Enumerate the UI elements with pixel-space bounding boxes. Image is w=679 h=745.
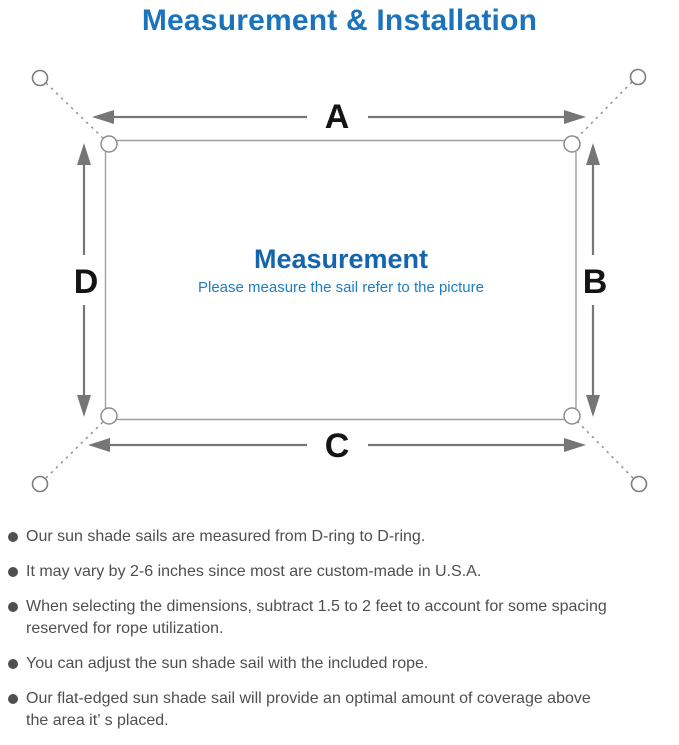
note-text: Our flat-edged sun shade sail will provi… xyxy=(26,690,591,729)
d-rings xyxy=(100,135,581,425)
dimension-arrow-d xyxy=(77,143,91,417)
bullet-icon xyxy=(8,532,18,542)
note-text: When selecting the dimensions, subtract … xyxy=(26,598,607,637)
sail-outline xyxy=(104,139,577,421)
bullet-icon xyxy=(8,602,18,612)
dimension-label-b: B xyxy=(583,263,608,301)
anchor-ring-icon-top-right xyxy=(629,68,647,86)
arrowhead-up-icon xyxy=(77,143,91,165)
arrowhead-left-icon xyxy=(88,438,110,452)
anchor-ring-icon-bottom-right xyxy=(630,475,648,493)
anchor-ring-icon-bottom-left xyxy=(31,475,49,493)
tether-line-bottom-right xyxy=(574,418,634,479)
note-text: You can adjust the sun shade sail with t… xyxy=(26,655,429,672)
arrowhead-right-icon xyxy=(564,438,586,452)
dimension-arrow-a xyxy=(92,110,586,124)
d-ring-icon-bottom-right xyxy=(563,407,581,425)
d-ring-icon-top-left xyxy=(100,135,118,153)
diagram-subheading: Please measure the sail refer to the pic… xyxy=(198,279,484,296)
arrowhead-right-icon xyxy=(564,110,586,124)
note-item: It may vary by 2-6 inches since most are… xyxy=(8,561,677,583)
bullet-icon xyxy=(8,659,18,669)
dimension-label-a: A xyxy=(325,98,350,136)
diagram-heading: Measurement xyxy=(254,244,428,274)
note-item: Our sun shade sails are measured from D-… xyxy=(8,526,677,548)
dimension-label-c: C xyxy=(325,427,350,465)
arrowhead-down-icon xyxy=(586,395,600,417)
dimension-arrow-c xyxy=(88,438,586,452)
d-ring-icon-bottom-left xyxy=(100,407,118,425)
tether-line-top-right xyxy=(573,81,633,142)
tether-line-bottom-left xyxy=(45,418,107,479)
anchor-ring-icon-top-left xyxy=(31,69,49,87)
measurement-diagram: A C D B Measurement Please measure the s… xyxy=(31,68,648,493)
dimension-arrow-b xyxy=(586,143,600,417)
tether-line-top-left xyxy=(45,82,107,142)
bullet-icon xyxy=(8,567,18,577)
corner-tether-lines xyxy=(45,81,634,479)
dimension-label-d: D xyxy=(74,263,99,301)
arrowhead-up-icon xyxy=(586,143,600,165)
note-text: It may vary by 2-6 inches since most are… xyxy=(26,563,482,580)
note-text: Our sun shade sails are measured from D-… xyxy=(26,528,426,545)
arrowhead-down-icon xyxy=(77,395,91,417)
anchor-rings xyxy=(31,68,648,493)
arrowhead-left-icon xyxy=(92,110,114,124)
d-ring-icon-top-right xyxy=(563,135,581,153)
notes-list: Our sun shade sails are measured from D-… xyxy=(0,526,679,745)
page-title: Measurement & Installation xyxy=(141,4,538,37)
note-item: You can adjust the sun shade sail with t… xyxy=(8,653,677,675)
note-item: Our flat-edged sun shade sail will provi… xyxy=(8,688,677,732)
bullet-icon xyxy=(8,694,18,704)
note-item: When selecting the dimensions, subtract … xyxy=(8,596,677,640)
